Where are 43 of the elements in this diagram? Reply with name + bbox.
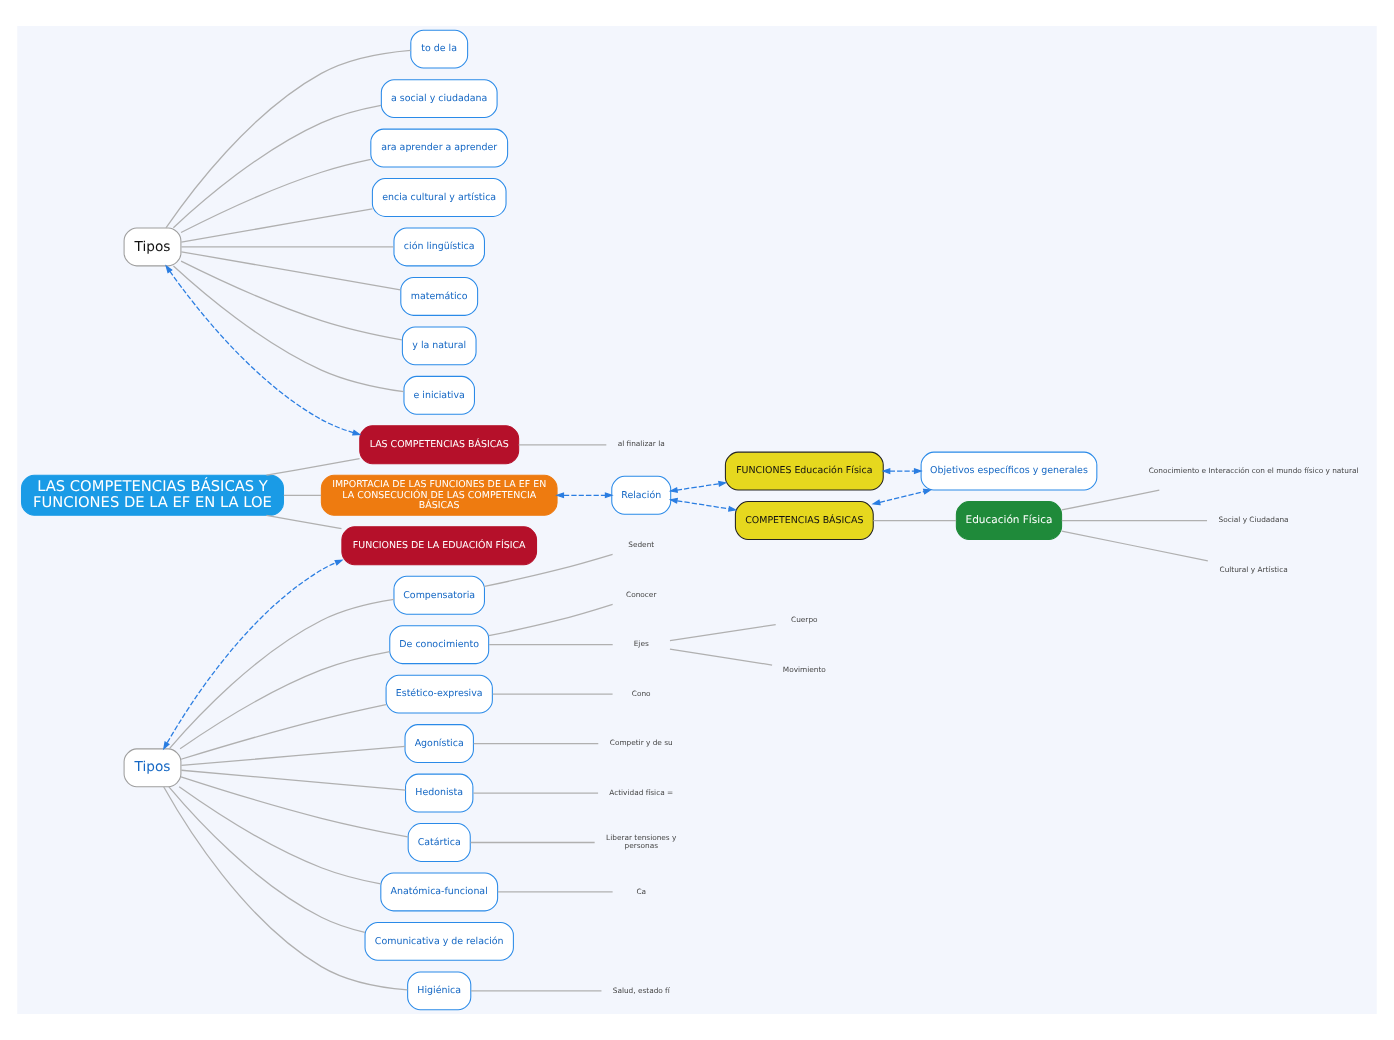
connector bbox=[180, 251, 401, 291]
connector bbox=[1061, 489, 1160, 511]
connector bbox=[180, 745, 406, 767]
connector bbox=[180, 246, 395, 248]
arrow bbox=[165, 264, 362, 436]
connector bbox=[1061, 530, 1209, 562]
connector bbox=[1061, 519, 1208, 522]
connector bbox=[168, 598, 395, 750]
connector bbox=[180, 776, 409, 838]
connector bbox=[163, 786, 409, 991]
connector bbox=[483, 553, 614, 588]
connector bbox=[470, 841, 596, 844]
connector bbox=[472, 792, 599, 794]
arrow bbox=[871, 488, 933, 506]
arrow bbox=[668, 497, 738, 512]
connector bbox=[872, 519, 957, 522]
connector bbox=[488, 603, 614, 637]
connector bbox=[488, 644, 614, 646]
connector bbox=[172, 265, 405, 393]
connector bbox=[180, 208, 373, 243]
connector bbox=[180, 260, 403, 341]
connector bbox=[492, 693, 614, 695]
connector bbox=[283, 494, 322, 496]
connector bbox=[473, 742, 599, 745]
connector bbox=[168, 786, 366, 933]
connector bbox=[669, 624, 777, 642]
arrow bbox=[881, 467, 923, 475]
connector bbox=[180, 704, 387, 760]
connector bbox=[180, 158, 372, 234]
connector bbox=[669, 648, 773, 666]
arrow bbox=[668, 480, 728, 494]
connector bbox=[497, 891, 614, 893]
arrow bbox=[162, 559, 344, 751]
connector bbox=[178, 786, 382, 885]
connector bbox=[265, 458, 361, 476]
connector bbox=[518, 444, 607, 446]
connector bbox=[165, 49, 412, 229]
connector bbox=[180, 769, 407, 791]
connector bbox=[265, 514, 343, 530]
arrow bbox=[555, 492, 614, 499]
connector bbox=[470, 990, 603, 992]
connector bbox=[179, 651, 391, 750]
connector bbox=[172, 104, 382, 229]
